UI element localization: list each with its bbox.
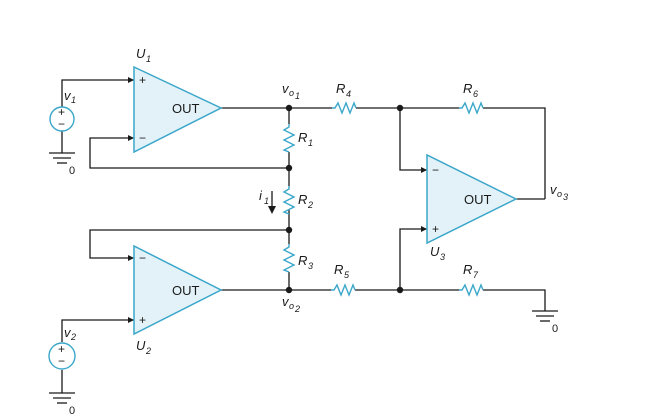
u3-label-sub: 3	[440, 252, 445, 262]
r3-label: R	[298, 253, 307, 268]
u1-out-label: OUT	[172, 101, 200, 116]
r4-label-sub: 4	[346, 89, 351, 99]
vo1-label: v	[282, 81, 290, 96]
opamp-u1: + − OUT U 1	[133, 46, 223, 154]
v2-plus-sign: +	[58, 342, 65, 356]
ground-3-label: 0	[552, 323, 558, 335]
vo3-label-subsub: 3	[563, 192, 568, 202]
u2-plus-sign: +	[139, 313, 146, 327]
current-i1: i 1	[259, 188, 276, 214]
resistor-r7: R 7	[459, 262, 484, 297]
vo1-label-subsub: 1	[295, 91, 300, 101]
vo1-label-sub: o	[289, 88, 294, 98]
r5-label-sub: 5	[344, 270, 350, 280]
vo2-label-subsub: 2	[294, 304, 300, 314]
r2-label: R	[298, 192, 307, 207]
vo3-label: v	[550, 182, 558, 197]
v2-label-sub: 2	[70, 332, 76, 342]
u2-label-sub: 2	[145, 346, 151, 356]
r7-label-sub: 7	[473, 270, 479, 280]
node-vo2: v o 2	[282, 294, 300, 314]
r7-label: R	[463, 262, 472, 277]
junction-vo2	[285, 286, 293, 294]
r1-label: R	[298, 130, 307, 145]
junction-r4-r6	[396, 104, 404, 112]
junctions	[285, 104, 404, 294]
u3-label: U	[430, 244, 440, 259]
junction-r1-r2	[285, 164, 293, 172]
resistor-r4: R 4	[332, 81, 357, 115]
u2-minus-sign: −	[139, 251, 146, 265]
node-vo1: v o 1	[282, 81, 300, 101]
u1-plus-sign: +	[139, 73, 146, 87]
r4-label: R	[336, 81, 345, 96]
vo2-label-sub: o	[289, 301, 294, 311]
vo2-label: v	[282, 294, 290, 309]
v1-label: v	[64, 88, 72, 103]
r1-label-sub: 1	[308, 138, 313, 148]
junction-vo1	[285, 104, 293, 112]
resistor-r2: R 2	[282, 186, 313, 215]
u3-minus-sign: −	[432, 163, 439, 177]
voltage-source-v2: + − v 2	[48, 325, 76, 370]
vo3-label-sub: o	[557, 189, 562, 199]
u1-label: U	[136, 46, 146, 61]
u2-label: U	[136, 338, 146, 353]
ground-1: 0	[49, 152, 75, 177]
junction-r5-r7	[396, 286, 404, 294]
resistor-r6: R 6	[459, 81, 484, 115]
v1-label-sub: 1	[71, 95, 76, 105]
opamp-u3: − + OUT U 3	[426, 153, 518, 262]
ground-1-label: 0	[69, 165, 75, 177]
node-vo3: v o 3	[550, 182, 568, 202]
i1-label: i	[259, 188, 263, 203]
r2-label-sub: 2	[307, 200, 313, 210]
u1-minus-sign: −	[139, 131, 146, 145]
r3-label-sub: 3	[308, 261, 313, 271]
ground-3: 0	[532, 310, 558, 335]
v2-minus-sign: −	[58, 354, 65, 368]
ground-2-label: 0	[69, 405, 75, 417]
v1-minus-sign: −	[58, 117, 65, 131]
current-arrow-head	[268, 206, 276, 214]
resistor-r3: R 3	[282, 244, 313, 273]
r5-label: R	[334, 262, 343, 277]
u2-out-label: OUT	[172, 283, 200, 298]
opamp-u2: − + OUT U 2	[133, 244, 223, 356]
junction-r2-r3	[285, 226, 293, 234]
u3-plus-sign: +	[432, 222, 439, 236]
u3-out-label: OUT	[464, 192, 492, 207]
r6-label: R	[463, 81, 472, 96]
i1-label-sub: 1	[264, 196, 269, 206]
u1-label-sub: 1	[146, 54, 151, 64]
v1-plus-sign: +	[58, 105, 65, 119]
resistor-r5: R 5	[331, 262, 356, 297]
r6-label-sub: 6	[473, 89, 478, 99]
resistor-r1: R 1	[282, 124, 313, 153]
v2-label: v	[64, 325, 72, 340]
input-arrows	[128, 77, 427, 323]
ground-2: 0	[49, 392, 75, 417]
voltage-source-v1: + − v 1	[49, 88, 76, 132]
